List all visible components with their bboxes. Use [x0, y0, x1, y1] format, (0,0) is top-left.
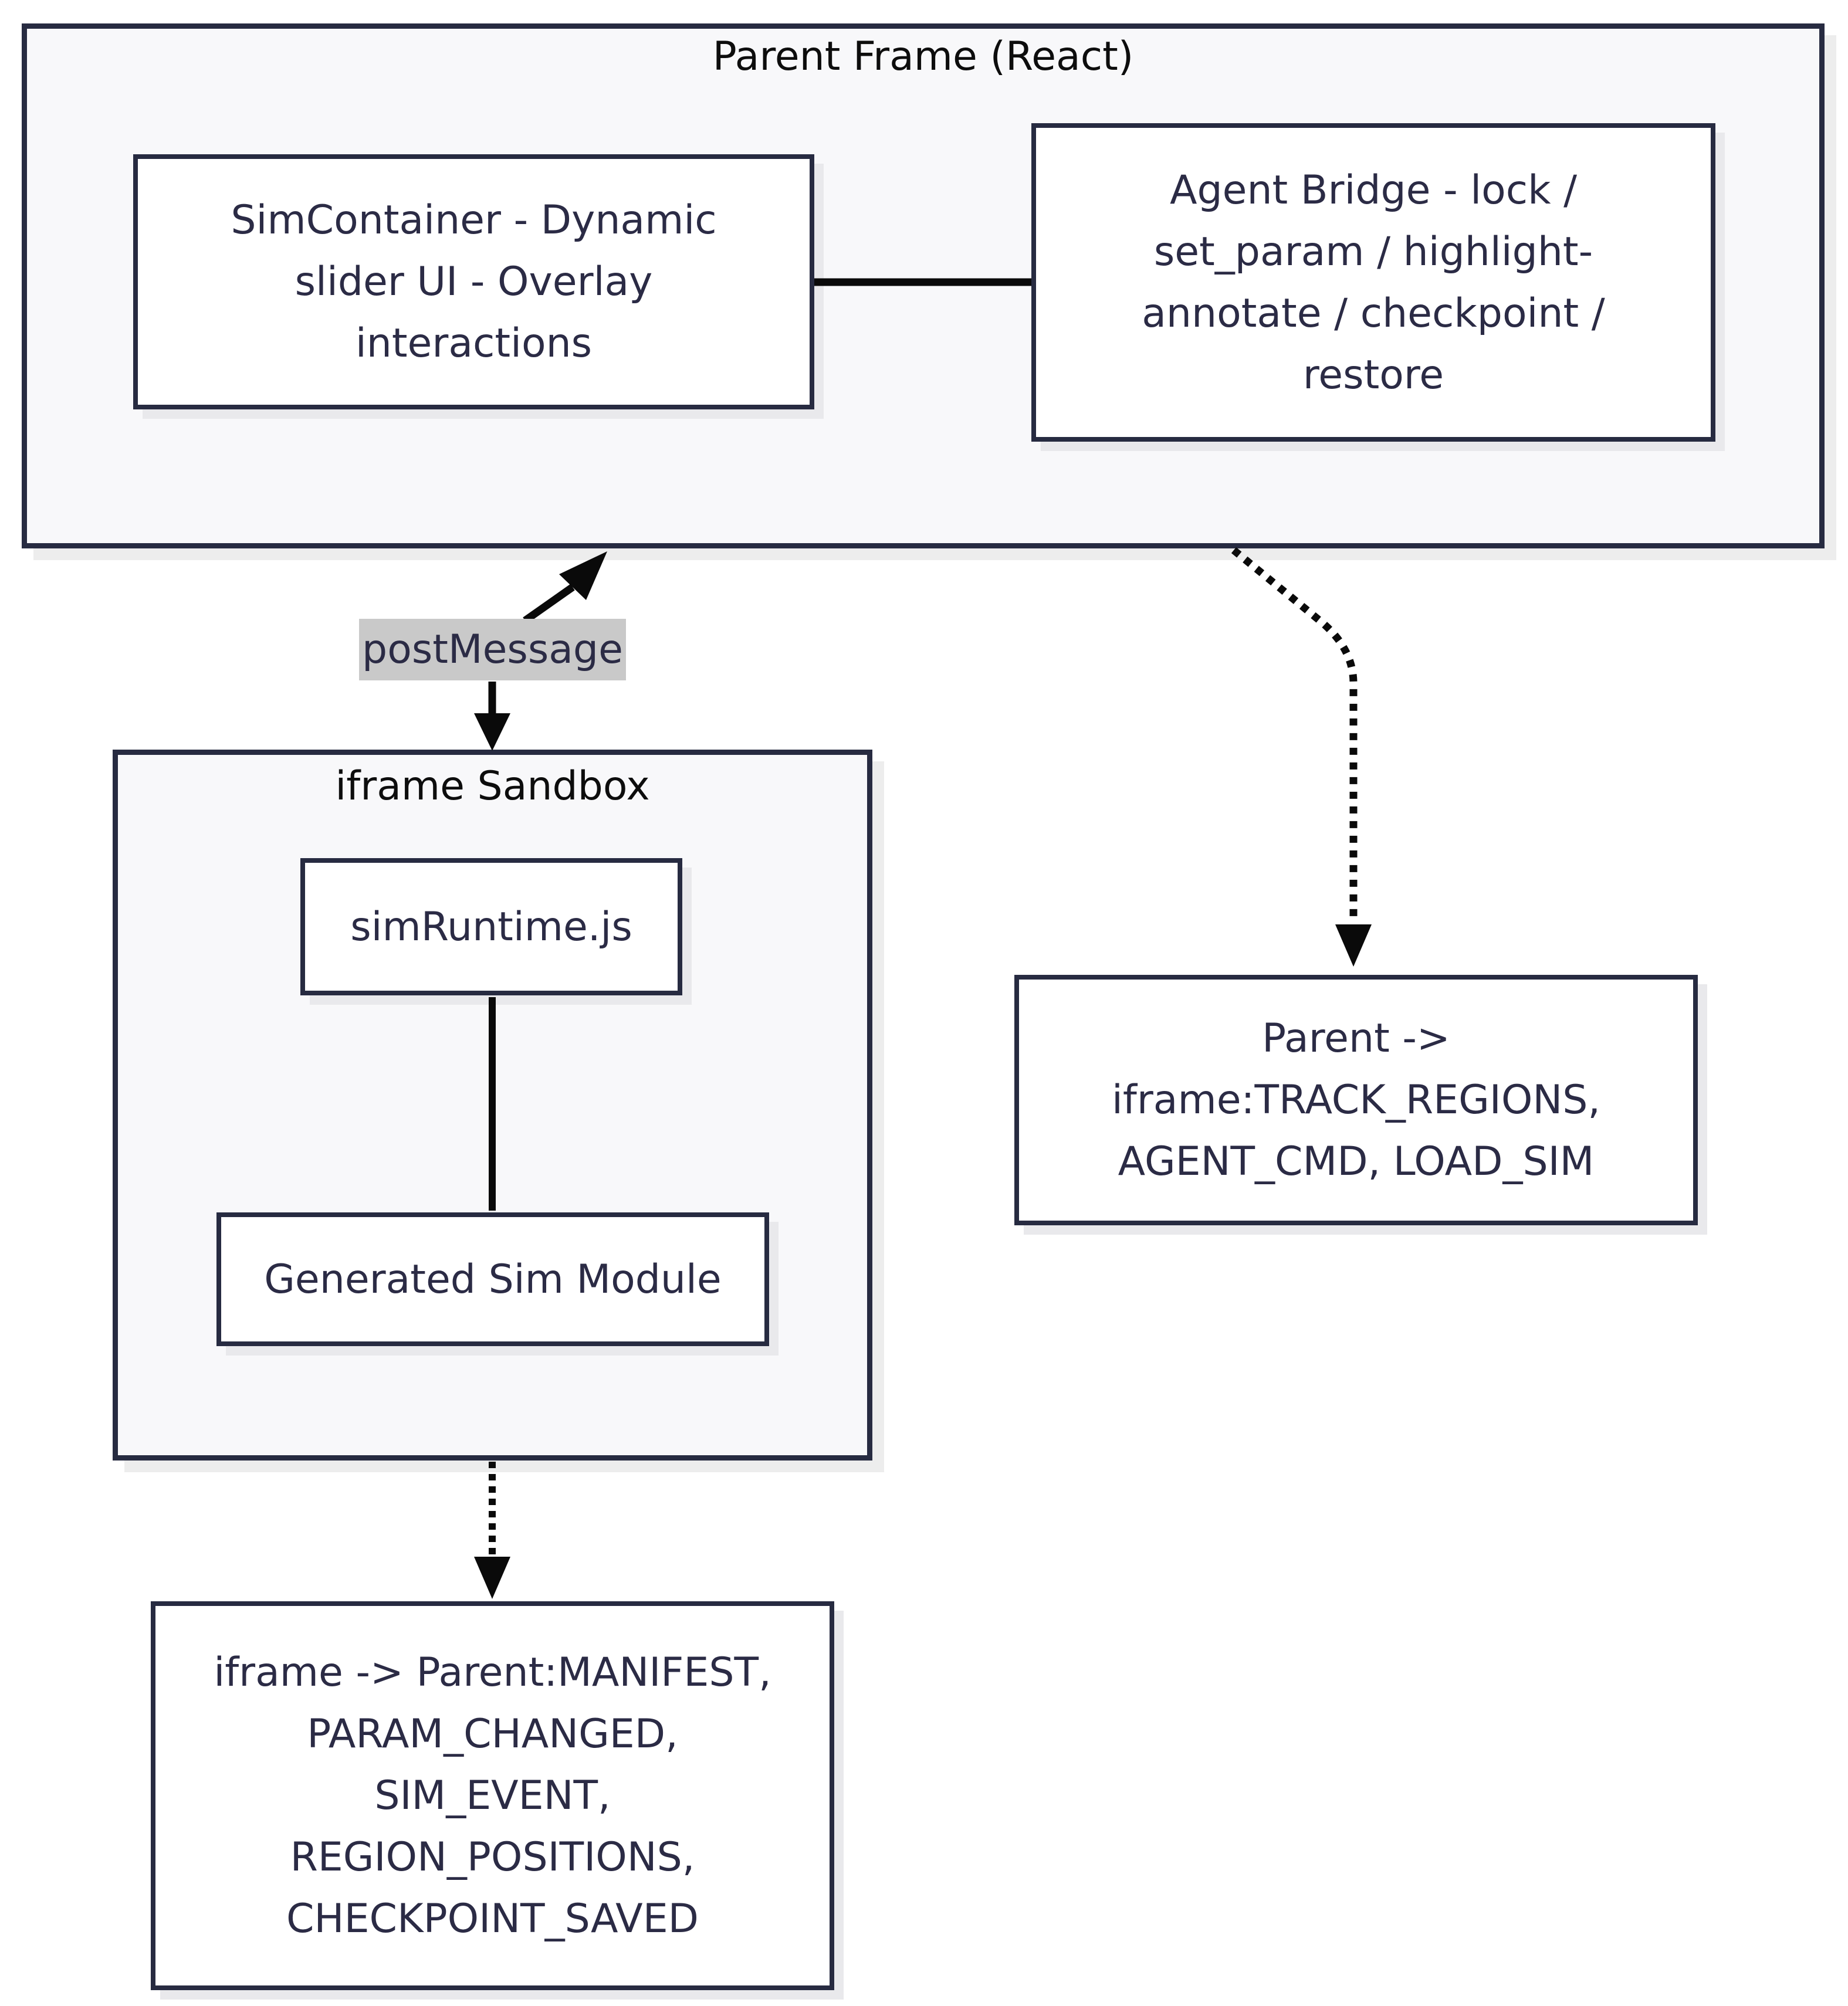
sim-runtime-node: simRuntime.js: [300, 858, 682, 995]
postmessage-edge-label: postMessage: [359, 619, 626, 680]
iframe-to-parent-line: CHECKPOINT_SAVED: [286, 1896, 699, 1942]
sim-container-node: SimContainer - Dynamic slider UI - Overl…: [133, 154, 814, 409]
generated-sim-module-line: Generated Sim Module: [264, 1256, 722, 1303]
agent-bridge-line: set_param / highlight-: [1153, 228, 1593, 275]
agent-bridge-line: annotate / checkpoint /: [1142, 290, 1605, 337]
iframe-to-parent-line: SIM_EVENT,: [374, 1773, 611, 1819]
arrowhead-down-icon: [474, 1557, 510, 1599]
edge-postmessage-up: [523, 584, 575, 624]
edge-parent-to-right-dotted: [1231, 547, 1358, 923]
parent-to-iframe-node: Parent -> iframe:TRACK_REGIONS, AGENT_CM…: [1014, 975, 1698, 1225]
parent-frame-title: Parent Frame (React): [712, 33, 1134, 80]
agent-bridge-line: restore: [1302, 351, 1444, 398]
iframe-to-parent-line: REGION_POSITIONS,: [290, 1834, 695, 1880]
iframe-to-parent-line: PARAM_CHANGED,: [307, 1711, 678, 1757]
parent-to-iframe-line: Parent ->: [1262, 1015, 1450, 1062]
iframe-sandbox-cluster: iframe Sandbox simRuntime.js Generated S…: [113, 750, 872, 1461]
arrowhead-down-icon: [1335, 924, 1372, 967]
parent-frame-cluster: Parent Frame (React) SimContainer - Dyna…: [22, 23, 1825, 548]
sim-container-line: SimContainer - Dynamic: [231, 197, 717, 243]
iframe-to-parent-node: iframe -> Parent:MANIFEST, PARAM_CHANGED…: [151, 1601, 834, 1990]
arrowhead-up-icon: [559, 551, 607, 600]
arrowhead-down-icon: [474, 713, 510, 751]
parent-to-iframe-line: AGENT_CMD, LOAD_SIM: [1118, 1138, 1595, 1185]
iframe-sandbox-title: iframe Sandbox: [335, 763, 650, 809]
generated-sim-module-node: Generated Sim Module: [216, 1212, 769, 1346]
iframe-to-parent-line: iframe -> Parent:MANIFEST,: [214, 1649, 771, 1696]
sim-container-line: interactions: [355, 320, 593, 367]
sim-runtime-line: simRuntime.js: [350, 903, 632, 950]
sim-container-line: slider UI - Overlay: [295, 259, 653, 305]
parent-to-iframe-line: iframe:TRACK_REGIONS,: [1112, 1077, 1600, 1123]
agent-bridge-node: Agent Bridge - lock / set_param / highli…: [1031, 123, 1715, 442]
agent-bridge-line: Agent Bridge - lock /: [1169, 167, 1578, 214]
